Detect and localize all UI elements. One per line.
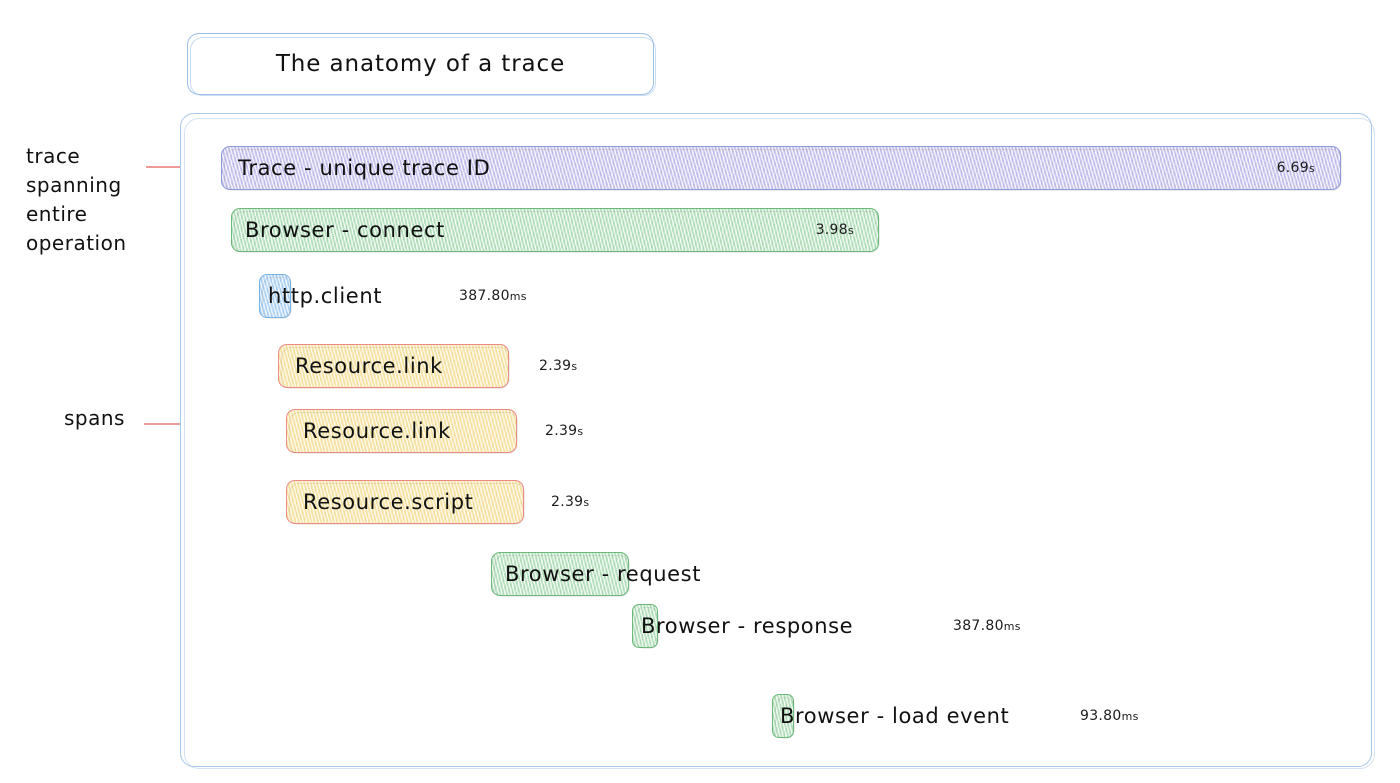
span-label-http-client: http.client <box>268 284 383 308</box>
span-label-browser-connect: Browser - connect <box>245 218 445 242</box>
span-row-http-client[interactable]: http.client 387.80ms <box>259 274 527 319</box>
span-row-resource-script[interactable]: Resource.script 2.39s <box>286 480 589 525</box>
span-duration-resource-link-1: 2.39s <box>539 358 578 374</box>
span-duration-trace-root: 6.69s <box>1276 160 1315 176</box>
span-bar-resource-script[interactable] <box>286 480 525 525</box>
span-bar-browser-connect[interactable] <box>231 208 880 253</box>
span-label-browser-load-event: Browser - load event <box>780 704 1010 728</box>
span-duration-http-client: 387.80ms <box>459 288 527 304</box>
span-row-browser-connect[interactable]: Browser - connect 3.98s <box>231 208 880 253</box>
span-row-browser-request[interactable]: Browser - request <box>491 552 700 597</box>
span-bar-trace-root[interactable] <box>221 146 1342 191</box>
span-label-resource-link-1: Resource.link <box>295 354 443 378</box>
span-label-browser-request: Browser - request <box>505 562 702 586</box>
trace-waterfall-container: Trace - unique trace ID 6.69s Browser - … <box>180 113 1375 769</box>
span-duration-browser-response: 387.80ms <box>953 618 1021 634</box>
span-duration-browser-load-event: 93.80ms <box>1080 708 1139 724</box>
span-row-resource-link-2[interactable]: Resource.link 2.39s <box>286 409 583 454</box>
span-duration-resource-link-2: 2.39s <box>545 423 584 439</box>
span-bar-http-client[interactable] <box>259 274 292 319</box>
span-row-resource-link-1[interactable]: Resource.link 2.39s <box>278 344 577 389</box>
span-bar-resource-link-1[interactable] <box>278 344 510 389</box>
span-row-trace-root[interactable]: Trace - unique trace ID 6.69s <box>221 146 1342 191</box>
title-card: The anatomy of a trace <box>187 33 656 96</box>
span-row-browser-response[interactable]: Browser - response 387.80ms <box>632 604 1021 649</box>
span-bar-browser-request[interactable] <box>491 552 630 597</box>
span-label-resource-link-2: Resource.link <box>303 419 451 443</box>
span-label-resource-script: Resource.script <box>303 490 474 514</box>
span-row-browser-load-event[interactable]: Browser - load event 93.80ms <box>772 694 1138 739</box>
annotation-spans: spans <box>64 406 125 430</box>
span-bar-resource-link-2[interactable] <box>286 409 518 454</box>
span-duration-browser-connect: 3.98s <box>815 222 854 238</box>
span-duration-resource-script: 2.39s <box>551 494 590 510</box>
page-title: The anatomy of a trace <box>275 51 566 77</box>
span-label-trace-root: Trace - unique trace ID <box>238 156 491 180</box>
annotation-trace-spanning-entire-operation: trace spanning entire operation <box>26 144 127 255</box>
span-bar-browser-load-event[interactable] <box>772 694 795 739</box>
span-label-browser-response: Browser - response <box>641 614 854 638</box>
